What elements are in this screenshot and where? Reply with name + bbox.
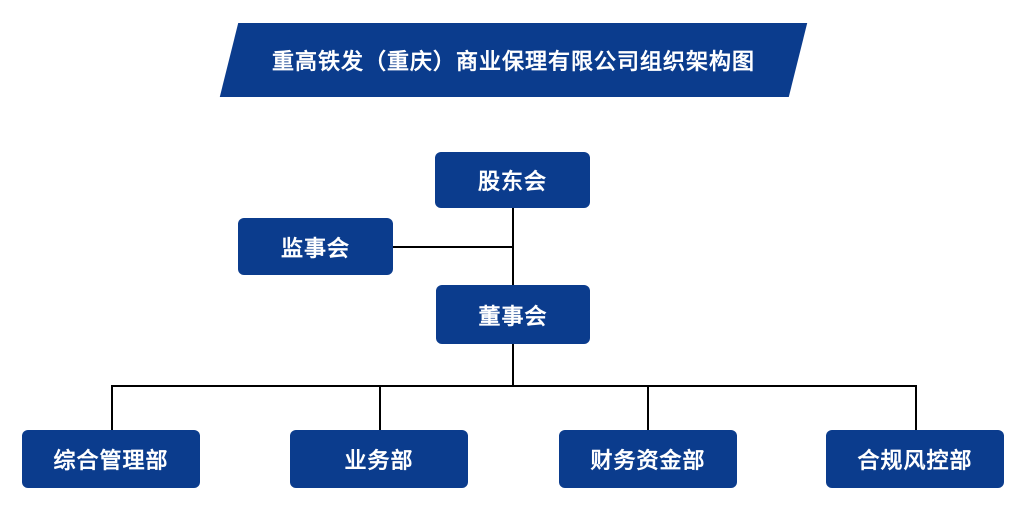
node-dept-finance-treasury: 财务资金部 [559, 430, 737, 488]
node-dept-compliance-risk: 合规风控部 [826, 430, 1004, 488]
node-shareholders-meeting: 股东会 [435, 152, 590, 208]
node-board-of-directors: 董事会 [436, 285, 590, 344]
connector-drop-compliance-risk [915, 385, 917, 430]
connector-board-bus [512, 344, 514, 387]
connector-drop-business [379, 385, 381, 430]
connector-shareholders-board [512, 208, 514, 286]
chart-title: 重高铁发（重庆）商业保理有限公司组织架构图 [271, 49, 755, 74]
title-banner: 重高铁发（重庆）商业保理有限公司组织架构图 [219, 23, 808, 97]
connector-horizontal-bus [111, 385, 917, 387]
connector-supervisory-branch [393, 246, 513, 248]
connector-drop-general-management [111, 385, 113, 430]
node-dept-general-management: 综合管理部 [22, 430, 200, 488]
connector-drop-finance-treasury [647, 385, 649, 430]
node-dept-business: 业务部 [290, 430, 468, 488]
node-supervisory-board: 监事会 [238, 218, 393, 275]
